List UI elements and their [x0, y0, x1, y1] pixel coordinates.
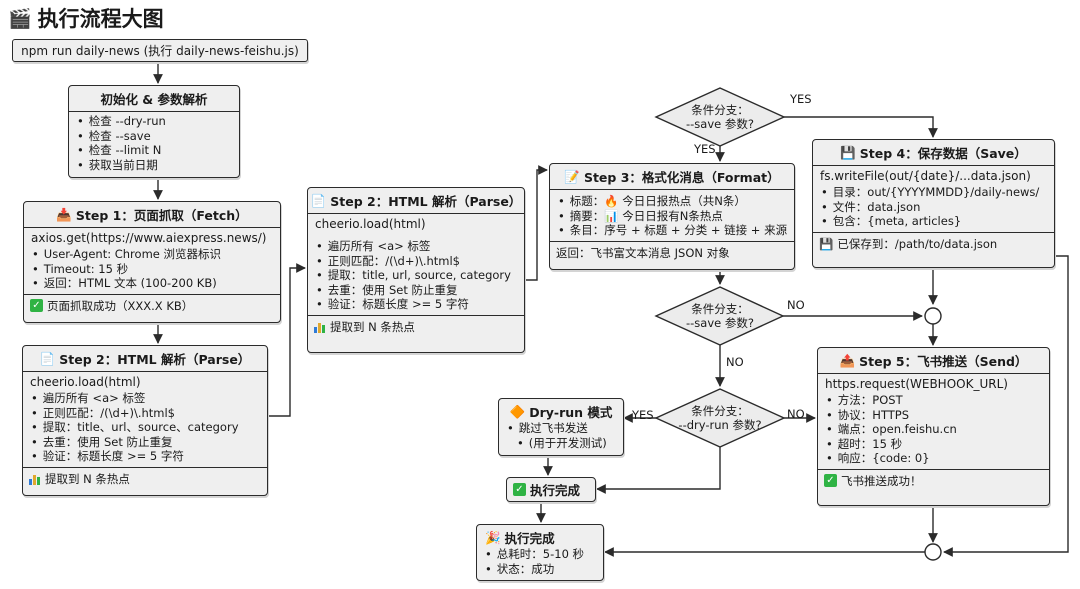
check-icon: ✓ — [824, 474, 837, 487]
label-yes-dry-run: YES — [632, 408, 654, 422]
save-item: 文件：data.json — [821, 200, 1048, 215]
junction-top — [924, 307, 942, 325]
final-title: 执行完成 — [504, 531, 555, 546]
document-icon: 📄 — [39, 350, 56, 366]
check-icon: ✓ — [513, 483, 526, 496]
parse-left-item: 正则匹配：/(\d+)\.html$ — [31, 406, 261, 421]
memo-icon: 📝 — [564, 168, 580, 184]
save-item: 目录：out/{YYYYMMDD}/daily-news/ — [821, 185, 1048, 200]
parse-mid-code: cheerio.load(html) — [315, 217, 426, 231]
parse-mid-title: Step 2：HTML 解析（Parse） — [330, 194, 522, 209]
page-title-text: 执行流程大图 — [37, 7, 164, 31]
document-icon: 📄 — [310, 192, 327, 208]
arrow-parse-mid-to-format — [525, 165, 548, 281]
clapper-icon: 🎬 — [8, 7, 32, 30]
init-item: 检查 --save — [77, 129, 233, 144]
fetch-box: 📥 Step 1：页面抓取（Fetch） axios.get(https://w… — [23, 201, 281, 323]
label-no-save-mid-down: NO — [726, 355, 744, 369]
dryrun-title: Dry-run 模式 — [529, 405, 613, 420]
init-item: 检查 --limit N — [77, 143, 233, 158]
dryrun-box: 🔶 Dry-run 模式 跳过飞书发送 (用于开发测试) — [498, 398, 624, 456]
dryrun-item: (用于开发测试) — [507, 436, 617, 451]
parse-mid-footer: 提取到 N 条热点 — [330, 319, 415, 334]
parse-mid-item: 验证：标题长度 >= 5 字符 — [316, 297, 518, 312]
send-item: 超时：15 秒 — [826, 437, 1043, 452]
send-box: 📤 Step 5：飞书推送（Send） https.request(WEBHOO… — [817, 347, 1050, 506]
format-box: 📝 Step 3：格式化消息（Format） 标题：🔥 今日日报热点（共N条） … — [549, 163, 795, 270]
arrow-save-bypass-to-junction — [943, 255, 1069, 557]
parse-mid-item: 去重：使用 Set 防止重复 — [316, 283, 518, 298]
parse-left-footer: 提取到 N 条热点 — [45, 471, 130, 486]
start-command-box: npm run daily-news (执行 daily-news-feishu… — [12, 39, 308, 62]
decision-dry-run: 条件分支： --dry-run 参数? — [678, 404, 762, 432]
parse-left-item: 提取：title、url、source、category — [31, 420, 261, 435]
parse-mid-item: 遍历所有 <a> 标签 — [316, 239, 518, 254]
format-item: 标题：🔥 今日日报热点（共N条） — [558, 194, 788, 209]
final-item: 总耗时：5-10 秒 — [485, 547, 597, 562]
parse-left-box: 📄 Step 2：HTML 解析（Parse） cheerio.load(htm… — [22, 345, 268, 496]
orange-diamond-icon: 🔶 — [509, 403, 526, 419]
bar-chart-icon — [314, 321, 326, 333]
parse-left-item: 遍历所有 <a> 标签 — [31, 391, 261, 406]
done-box: ✓ 执行完成 — [506, 477, 596, 502]
init-item: 检查 --dry-run — [77, 114, 233, 129]
format-footer: 返回：飞书富文本消息 JSON 对象 — [550, 240, 794, 264]
send-item: 方法：POST — [826, 393, 1043, 408]
label-yes-save-top-down: YES — [694, 142, 716, 156]
parse-left-title: Step 2：HTML 解析（Parse） — [59, 352, 251, 367]
check-icon: ✓ — [30, 299, 43, 312]
done-text: 执行完成 — [530, 483, 581, 498]
floppy-disk-icon: 💾 — [819, 236, 834, 251]
final-box: 🎉 执行完成 总耗时：5-10 秒 状态：成功 — [476, 524, 604, 581]
fetch-item: User-Agent: Chrome 浏览器标识 — [32, 247, 274, 262]
parse-mid-item: 提取：title, url, source, category — [316, 268, 518, 283]
send-footer: 飞书推送成功！ — [841, 473, 922, 488]
arrow-save-top-yes-to-save — [784, 116, 938, 138]
send-item: 端点：open.feishu.cn — [826, 422, 1043, 437]
junction-bottom — [924, 543, 942, 561]
dryrun-item: 跳过飞书发送 — [507, 421, 617, 436]
fetch-footer: 页面抓取成功（XXX.X KB） — [47, 298, 194, 313]
format-item: 条目：序号 + 标题 + 分类 + 链接 + 来源 — [558, 223, 788, 238]
parse-left-code: cheerio.load(html) — [30, 375, 141, 389]
init-box: 初始化 & 参数解析 检查 --dry-run 检查 --save 检查 --l… — [68, 85, 240, 178]
arrow-dry-run-to-done — [596, 447, 721, 494]
arrow-parse-to-parse-mid — [268, 263, 306, 417]
floppy-disk-icon: 💾 — [840, 144, 856, 160]
label-no-dry-run: NO — [787, 407, 805, 421]
send-item: 协议：HTTPS — [826, 408, 1043, 423]
final-item: 状态：成功 — [485, 562, 597, 577]
decision-save-top: 条件分支： --save 参数? — [686, 103, 754, 131]
format-title: Step 3：格式化消息（Format） — [583, 170, 780, 185]
parse-mid-item: 正则匹配：/(\d+)\.html$ — [316, 254, 518, 269]
parse-left-item: 验证：标题长度 >= 5 字符 — [31, 449, 261, 464]
init-item: 获取当前日期 — [77, 158, 233, 173]
bar-chart-icon — [29, 473, 41, 485]
send-code: https.request(WEBHOOK_URL) — [825, 377, 1008, 391]
start-command-text: npm run daily-news (执行 daily-news-feishu… — [21, 44, 299, 58]
send-title: Step 5：飞书推送（Send） — [859, 354, 1028, 369]
save-title: Step 4：保存数据（Save） — [859, 146, 1027, 161]
label-no-save-mid-right: NO — [787, 298, 805, 312]
init-title: 初始化 & 参数解析 — [69, 86, 239, 112]
save-box: 💾 Step 4：保存数据（Save） fs.writeFile(out/{da… — [812, 139, 1055, 268]
fetch-item: Timeout: 15 秒 — [32, 262, 274, 277]
save-code: fs.writeFile(out/{date}/...data.json) — [820, 169, 1031, 183]
fetch-code: axios.get(https://www.aiexpress.news/) — [31, 231, 267, 245]
format-item: 摘要：📊 今日日报有N条热点 — [558, 209, 788, 224]
page-title: 🎬 执行流程大图 — [8, 3, 164, 33]
save-item: 包含：{meta, articles} — [821, 214, 1048, 229]
parse-mid-box: 📄 Step 2：HTML 解析（Parse） cheerio.load(htm… — [307, 187, 525, 353]
decision-save-mid: 条件分支： --save 参数? — [686, 302, 754, 330]
send-item: 响应：{code: 0} — [826, 451, 1043, 466]
party-popper-icon: 🎉 — [485, 529, 501, 545]
label-yes-save-top-right: YES — [790, 92, 812, 106]
fetch-item: 返回：HTML 文本 (100-200 KB) — [32, 276, 274, 291]
inbox-icon: 📥 — [56, 206, 72, 222]
parse-left-item: 去重：使用 Set 防止重复 — [31, 435, 261, 450]
outbox-icon: 📤 — [839, 352, 856, 368]
fetch-title: Step 1：页面抓取（Fetch） — [75, 208, 248, 223]
save-footer: 已保存到：/path/to/data.json — [837, 236, 998, 251]
